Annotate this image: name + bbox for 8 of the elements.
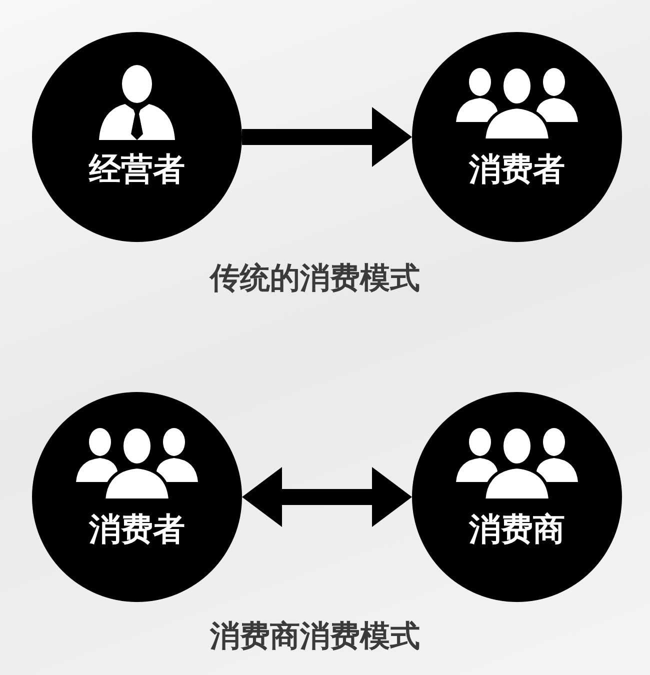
node-label: 消费商 — [469, 509, 565, 550]
caption: 传统的消费模式 — [210, 260, 420, 298]
caption: 消费商消费模式 — [210, 618, 420, 656]
node-label: 消费者 — [469, 149, 565, 190]
arrow — [242, 107, 412, 167]
node-label: 消费者 — [89, 509, 185, 550]
double-arrow — [242, 467, 412, 527]
node-label: 经营者 — [89, 149, 185, 190]
